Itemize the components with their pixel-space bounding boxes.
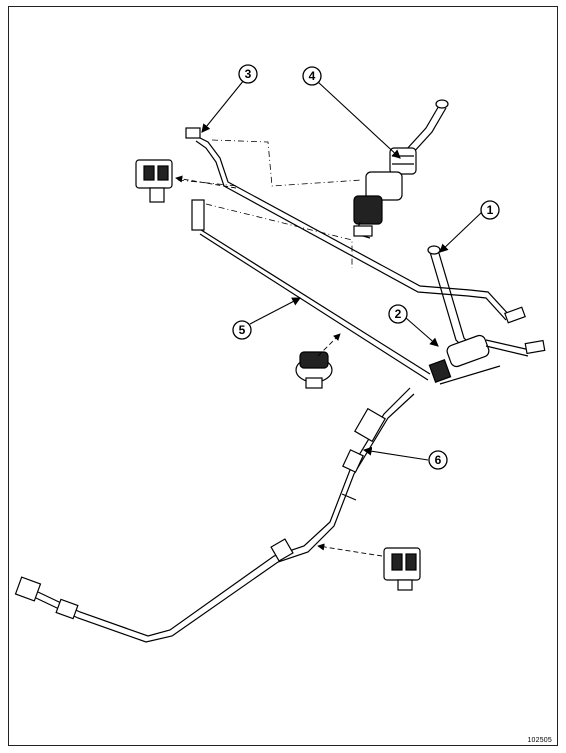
assembly-arrows [175,175,383,557]
svg-text:6: 6 [435,453,442,467]
assembly-guides [177,139,363,268]
injector-4 [353,99,449,239]
callout-leaders [201,79,483,461]
svg-text:5: 5 [239,323,246,337]
clip-mid [295,351,333,389]
svg-text:1: 1 [487,203,494,217]
callout-6: 6 [428,450,448,470]
callout-1: 1 [480,200,500,220]
diagram-frame [8,6,558,746]
svg-text:2: 2 [395,307,402,321]
callout-2: 2 [388,304,408,324]
clip-lower [383,547,421,591]
callout-3: 3 [238,64,258,84]
pipe-3 [185,127,526,324]
callout-5: 5 [232,320,252,340]
svg-text:4: 4 [309,69,316,83]
junction-2 [428,334,546,385]
clip-upper [135,159,173,203]
callout-4: 4 [302,66,322,86]
svg-text:3: 3 [245,67,252,81]
pipe-6 [14,387,415,643]
reference-code: 102505 [527,737,552,744]
pipe-5 [191,199,431,381]
